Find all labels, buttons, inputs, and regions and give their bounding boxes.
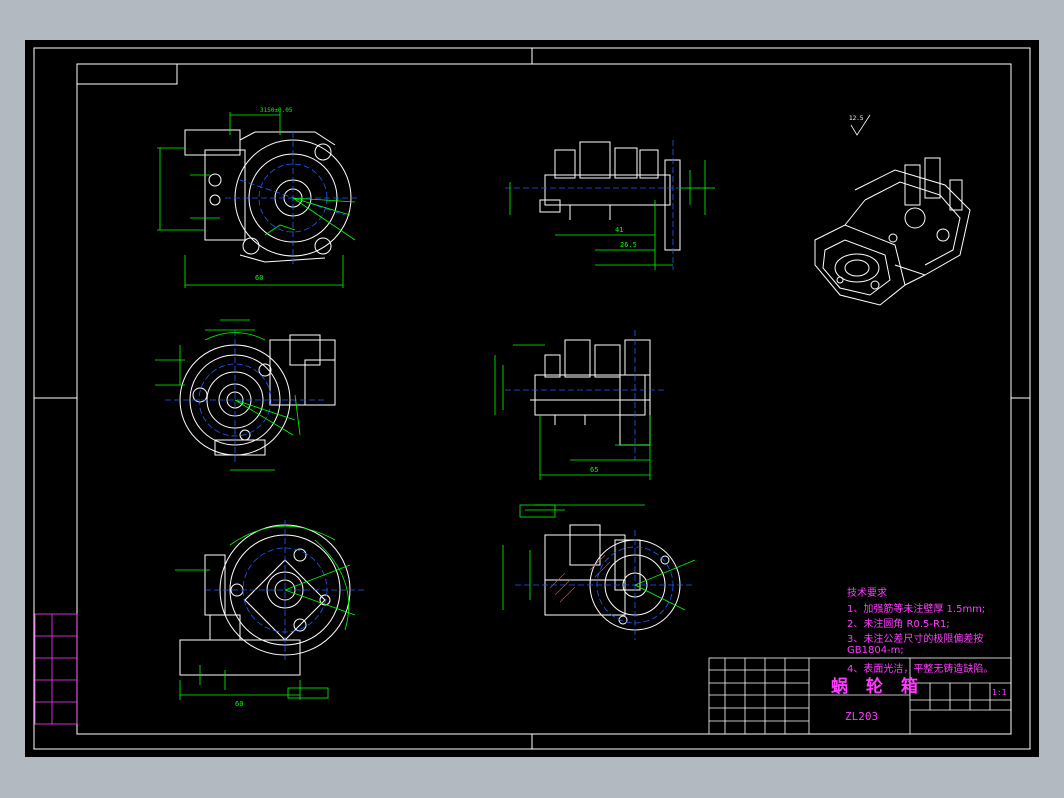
- title-block: [708, 657, 1012, 735]
- tech-req-item-2: 2、未注圆角 R0.5-R1;: [847, 619, 950, 630]
- tech-req-item-5: 4、表面光洁，平整无铸造缺陷。: [847, 664, 994, 675]
- middle-side-view: 65: [494, 330, 665, 480]
- inner-border: [76, 63, 1012, 735]
- isometric-view: [814, 157, 971, 306]
- scale-value: 1:1: [992, 688, 1007, 697]
- tech-req-item-3: 3、未注公差尺寸的极限偏差按: [847, 634, 984, 645]
- tech-req-item-4: GB1804-m;: [847, 645, 904, 656]
- front-width-dim: 60: [255, 274, 263, 282]
- svg-text:65: 65: [590, 466, 598, 474]
- cad-drawing: 3150±0.05 60: [33, 47, 1031, 750]
- left-approval-strip: [34, 613, 78, 725]
- drawing-number: ZL203: [845, 710, 879, 723]
- part-name: 蜗 轮 箱: [831, 677, 924, 697]
- tech-req-item-1: 1、加强筋等未注壁厚 1.5mm;: [847, 604, 986, 615]
- side-view-top: 41 26.5: [505, 140, 715, 270]
- svg-text:26.5: 26.5: [620, 241, 637, 249]
- svg-text:12.5: 12.5: [849, 115, 864, 122]
- svg-text:41: 41: [615, 226, 623, 234]
- svg-text:3150±0.05: 3150±0.05: [260, 107, 293, 114]
- bottom-view: 60: [175, 520, 365, 708]
- tech-req-heading: 技术要求: [847, 588, 887, 599]
- roughness-symbol: 12.5: [849, 114, 871, 136]
- section-view: [502, 504, 696, 640]
- drawing-canvas[interactable]: 3150±0.05 60: [25, 40, 1039, 757]
- svg-text:60: 60: [235, 700, 243, 708]
- top-left-cell: [76, 63, 178, 85]
- center-marks: [34, 48, 1030, 749]
- left-middle-view: [155, 319, 336, 471]
- front-view: 3150±0.05 60: [157, 107, 360, 288]
